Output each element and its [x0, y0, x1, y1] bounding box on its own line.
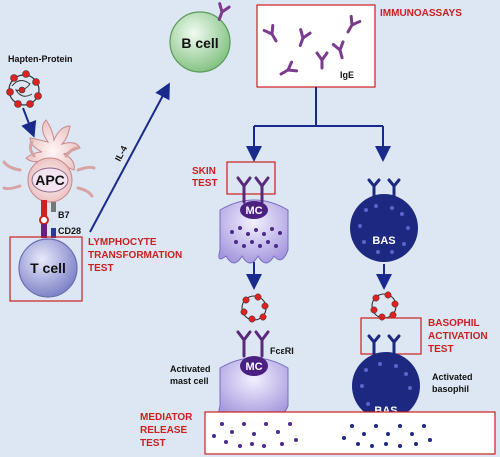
mediator-test-label-2: RELEASE: [140, 425, 188, 436]
mast-cell-bottom-label: MC: [245, 361, 262, 373]
mast-cell-top: [218, 199, 289, 264]
il4-label: IL-4: [113, 144, 129, 163]
activated-mast-label-2: mast cell: [170, 376, 209, 386]
basophil-top-granules: [358, 204, 410, 254]
hapten-basophil-icon: [370, 291, 399, 321]
arrow-hapten-to-apc: [21, 107, 37, 138]
mast-cell-released-mediators: [212, 422, 298, 448]
lymphocyte-test-box: [9, 236, 83, 302]
basophil-top-label: BAS: [372, 235, 395, 247]
mediator-test-label-3: TEST: [140, 438, 166, 449]
hapten-protein-label: Hapten-Protein: [8, 54, 73, 64]
skin-test-label-2: TEST: [192, 178, 218, 189]
mediator-release-test-box: [204, 411, 496, 455]
b-cell: [169, 11, 231, 73]
mast-cell-top-label: MC: [245, 205, 262, 217]
lymphocyte-test-label-2: TRANSFORMATION: [88, 250, 182, 261]
basophil-test-label-1: BASOPHIL: [428, 318, 480, 329]
lymphocyte-test-label-3: TEST: [88, 263, 114, 274]
mast-cell-top-nucleus: [240, 201, 268, 219]
b7-molecule: [51, 202, 56, 212]
basophil-bottom-receptors: [367, 334, 401, 356]
immunoassays-box: [256, 4, 376, 88]
b-cell-label: B cell: [181, 35, 218, 51]
cd28-label: CD28: [58, 226, 81, 236]
lymphocyte-test-label-1: LYMPHOCYTE: [88, 237, 157, 248]
mast-cell-bottom-nucleus: [240, 356, 268, 376]
hapten-mast-icon: [240, 293, 269, 323]
branch-arrows: [246, 87, 391, 162]
mast-cell-top-receptors: [236, 176, 270, 204]
mast-cell-bottom-receptors: [236, 330, 270, 358]
immunoassays-label: IMMUNOASSAYS: [380, 8, 462, 19]
arrow-il4: [89, 82, 170, 233]
activated-mast-label-1: Activated: [170, 364, 211, 374]
t-cell: [18, 238, 78, 298]
basophil-released-mediators: [342, 424, 432, 448]
mediator-test-label-1: MEDIATOR: [140, 412, 193, 423]
skin-test-box: [226, 161, 276, 195]
skin-test-label-1: SKIN: [192, 166, 216, 177]
cd28-molecule: [51, 228, 56, 238]
apc-nucleus: [31, 167, 69, 193]
mhc-connector: [41, 200, 47, 220]
ige-label: IgE: [340, 70, 354, 80]
tcr-connector: [41, 224, 47, 238]
apc-label: APC: [35, 172, 65, 188]
activated-bas-label-1: Activated: [432, 372, 473, 382]
t-cell-label: T cell: [30, 260, 66, 276]
basophil-test-label-3: TEST: [428, 344, 454, 355]
basophil-bottom-granules: [360, 362, 412, 406]
basophil-test-label-2: ACTIVATION: [428, 331, 488, 342]
activated-bas-label-2: basophil: [432, 384, 469, 394]
hapten-protein-icon: [6, 70, 42, 108]
basophil-top-receptors: [367, 178, 401, 198]
fceri-label: FcεRI: [270, 346, 294, 356]
b7-label: B7: [58, 210, 70, 220]
